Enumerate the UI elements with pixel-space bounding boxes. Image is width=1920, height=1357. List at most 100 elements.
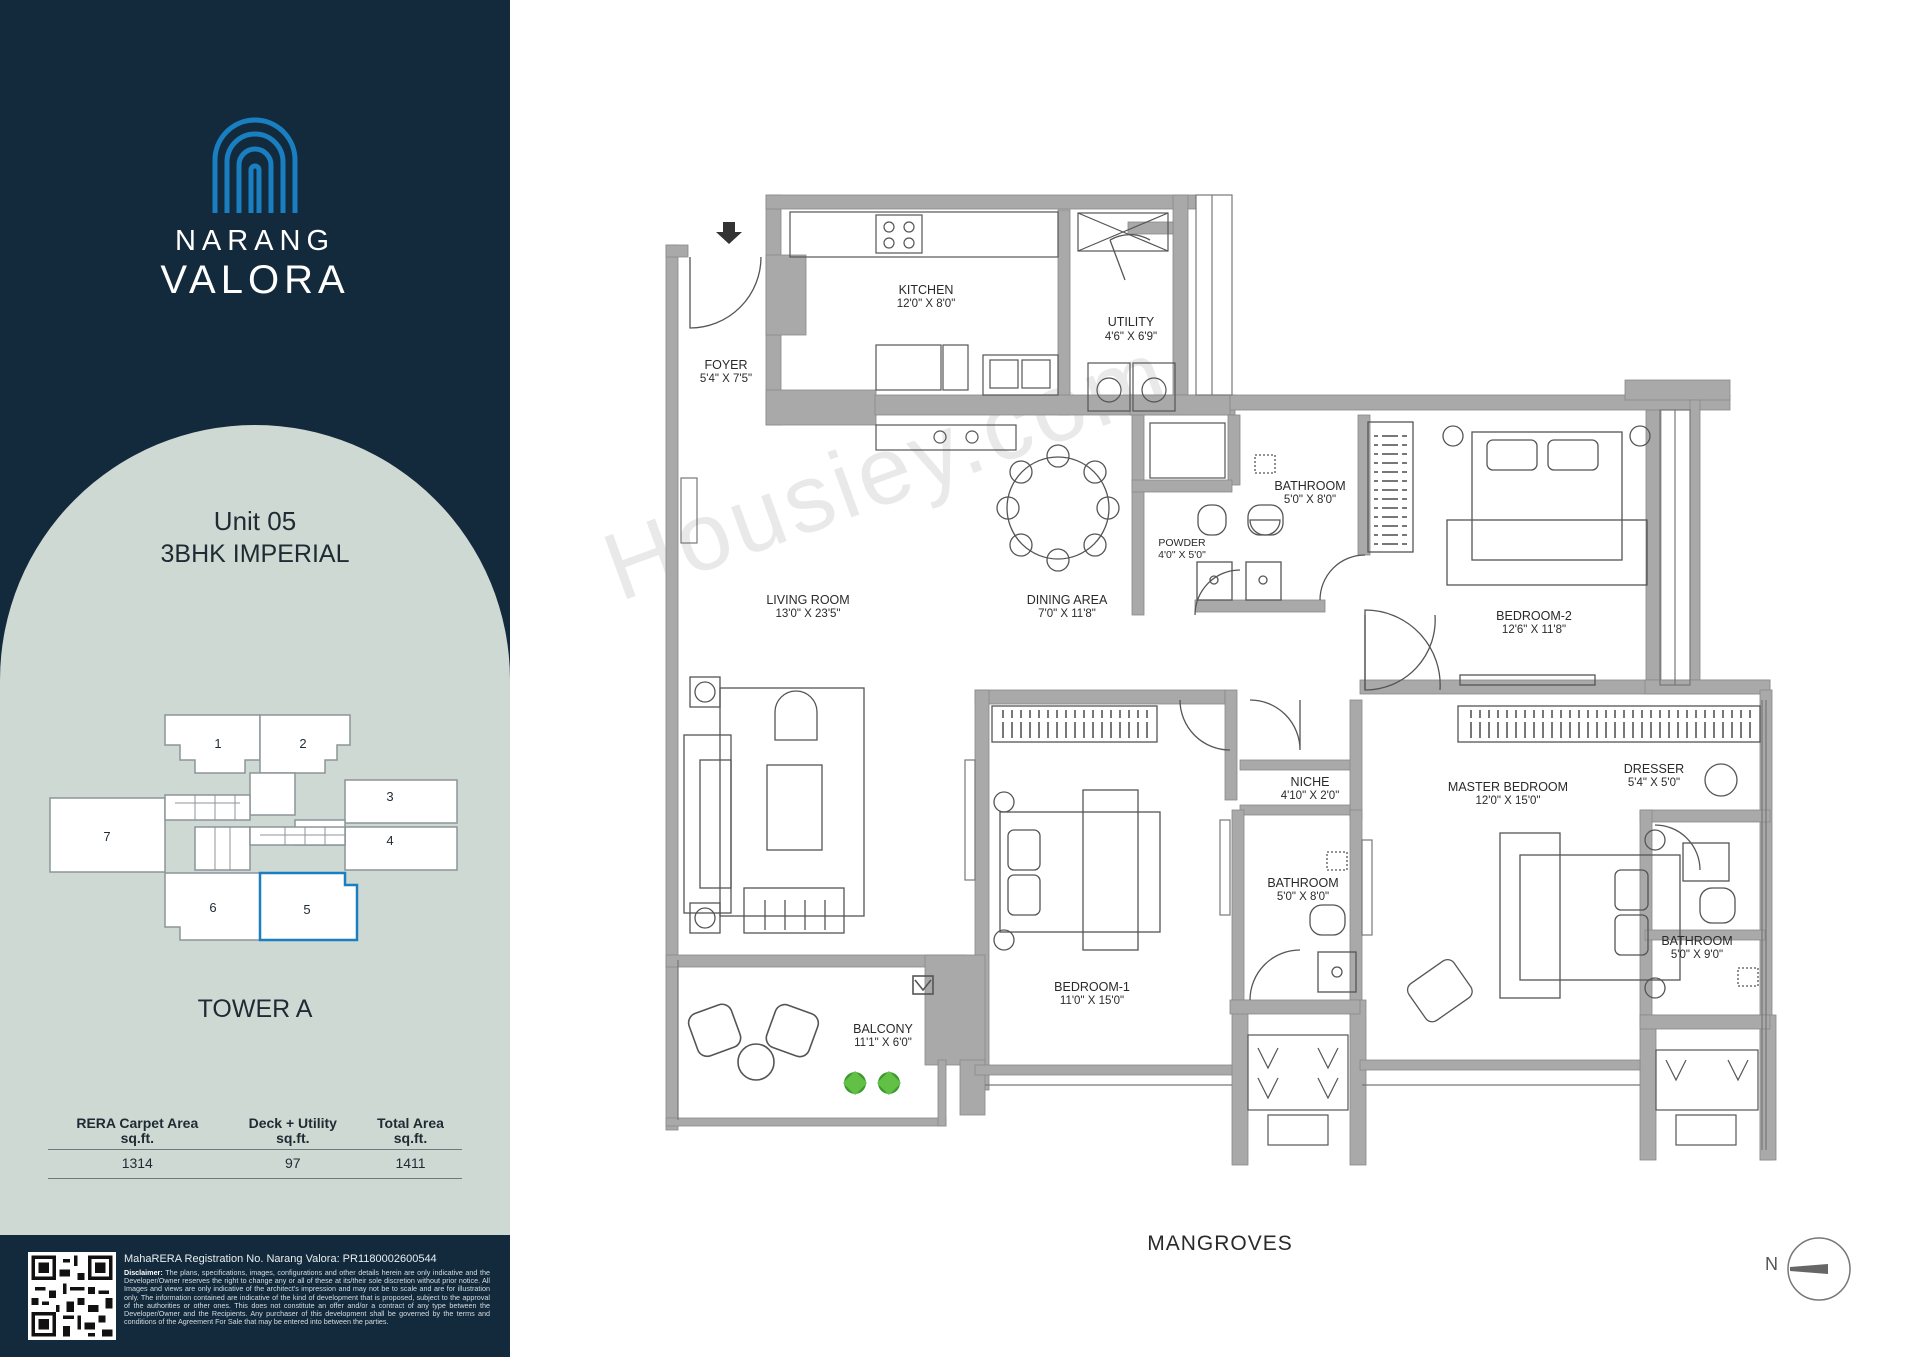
area-total-value: 1411 <box>359 1149 462 1179</box>
sink-icon <box>982 354 1059 396</box>
dim-niche: 4'10" X 2'0" <box>1281 790 1340 802</box>
brand-logo: NARANG VALORA <box>0 115 510 302</box>
keyplan-block-mid2 <box>249 826 346 846</box>
label-living: LIVING ROOM <box>766 593 849 607</box>
bed-icon <box>1519 854 1681 981</box>
label-kitchen: KITCHEN <box>899 283 954 297</box>
orientation-label: MANGROVES <box>1147 1232 1293 1255</box>
living-furniture <box>683 676 865 934</box>
wardrobe <box>1367 421 1414 553</box>
plant-icon <box>843 1071 901 1095</box>
keyplan-corridor <box>164 794 251 821</box>
dim-bathroom-mid: 5'0" X 8'0" <box>1277 891 1329 903</box>
tower-label: TOWER A <box>197 995 313 1023</box>
dim-master: 12'0" X 15'0" <box>1476 795 1541 807</box>
brand-line2: VALORA <box>160 258 350 302</box>
dim-dresser: 5'4" X 5'0" <box>1628 777 1680 789</box>
dim-utility: 4'6" X 6'9" <box>1105 331 1157 343</box>
dim-dining: 7'0" X 11'8" <box>1038 608 1096 620</box>
master-furniture <box>1406 705 1761 1023</box>
dim-foyer: 5'4" X 7'5" <box>700 373 752 385</box>
keyplan-block-3 <box>344 779 458 824</box>
keyplan-label-7: 7 <box>103 829 110 844</box>
glazing <box>677 194 1767 1150</box>
washer-icon <box>1087 362 1131 412</box>
label-bathroom-right: BATHROOM <box>1661 934 1732 948</box>
stove-icon <box>875 214 923 254</box>
rera-registration: MahaRERA Registration No. Narang Valora:… <box>124 1253 437 1265</box>
dresser-stool <box>1704 763 1738 797</box>
keyplan-label-5: 5 <box>303 902 310 917</box>
north-compass: N <box>1750 1232 1860 1302</box>
room-labels: KITCHEN 12'0" X 8'0" UTILITY 4'6" X 6'9"… <box>700 283 1733 1049</box>
unit-title: Unit 05 <box>213 506 297 536</box>
floor-plan: KITCHEN 12'0" X 8'0" UTILITY 4'6" X 6'9"… <box>665 194 1777 1166</box>
entry-arrow-icon <box>716 222 742 244</box>
walls <box>665 194 1777 1166</box>
label-niche: NICHE <box>1291 775 1330 789</box>
keyplan-label-4: 4 <box>386 833 393 848</box>
keyplan-label-2: 2 <box>299 736 306 751</box>
label-bathroom-top: BATHROOM <box>1274 479 1345 493</box>
doors <box>689 233 1701 1001</box>
wardrobe <box>991 705 1158 743</box>
label-dining: DINING AREA <box>1027 593 1108 607</box>
dim-bathroom-right: 5'0" X 9'0" <box>1671 949 1723 961</box>
disclaimer: Disclaimer: The plans, specifications, i… <box>124 1268 490 1327</box>
north-label: N <box>1765 1254 1778 1274</box>
keyplan-block-1 <box>164 714 261 774</box>
dining-table <box>996 444 1120 572</box>
label-bedroom1: BEDROOM-1 <box>1054 980 1130 994</box>
brand-line1: NARANG <box>174 225 336 257</box>
key-plan: 1 2 3 4 5 6 7 <box>49 714 458 942</box>
label-balcony: BALCONY <box>853 1022 913 1036</box>
dim-kitchen: 12'0" X 8'0" <box>897 298 956 310</box>
balcony-furniture <box>687 975 934 1081</box>
sidebar: NARANG VALORA Unit 05 3BHK IMPERIAL 1 <box>0 0 510 1357</box>
bed-icon <box>1471 431 1623 561</box>
qr-code-icon <box>28 1252 116 1340</box>
bed-icon <box>999 811 1161 933</box>
label-bedroom2: BEDROOM-2 <box>1496 609 1572 623</box>
dim-living: 13'0" X 23'5" <box>776 608 841 620</box>
area-deck-value: 97 <box>226 1149 359 1179</box>
bedroom1-furniture <box>991 705 1161 951</box>
label-foyer: FOYER <box>704 358 747 372</box>
armchair <box>1406 958 1473 1023</box>
label-dresser: DRESSER <box>1624 762 1684 776</box>
coffee-table <box>766 764 823 851</box>
area-table-value-row: 1314 97 1411 <box>48 1149 462 1179</box>
keyplan-label-6: 6 <box>209 900 216 915</box>
keyplan-block-core <box>249 772 296 816</box>
keyplan-label-1: 1 <box>214 736 221 751</box>
bedroom2-furniture <box>1367 421 1651 686</box>
compass-icon <box>1787 1237 1851 1301</box>
footer: MahaRERA Registration No. Narang Valora:… <box>0 1235 510 1357</box>
keyplan-label-3: 3 <box>386 789 393 804</box>
wardrobe <box>1457 705 1761 743</box>
keyplan-block-7 <box>49 797 166 873</box>
label-powder: POWDER <box>1158 537 1206 549</box>
dim-bathroom-top: 5'0" X 8'0" <box>1284 494 1336 506</box>
label-master: MASTER BEDROOM <box>1448 780 1568 794</box>
dim-bedroom2: 12'6" X 11'8" <box>1502 624 1566 636</box>
keyplan-block-mid <box>194 826 251 871</box>
arch-logo-icon <box>212 117 298 213</box>
bathroom-fixtures-mid <box>1309 851 1357 993</box>
dim-powder: 4'0" X 5'0" <box>1158 549 1206 561</box>
label-bathroom-mid: BATHROOM <box>1267 876 1338 890</box>
unit-type: 3BHK IMPERIAL <box>160 540 350 568</box>
armchair-long <box>743 887 845 934</box>
accent-chair <box>774 690 818 741</box>
dryer-icon <box>1132 362 1176 412</box>
area-carpet-value: 1314 <box>48 1149 227 1179</box>
label-utility: UTILITY <box>1108 315 1155 329</box>
sofa-icon <box>683 734 732 914</box>
bathroom-fixtures-top <box>1196 454 1284 601</box>
dim-bedroom1: 11'0" X 15'0" <box>1060 995 1124 1007</box>
